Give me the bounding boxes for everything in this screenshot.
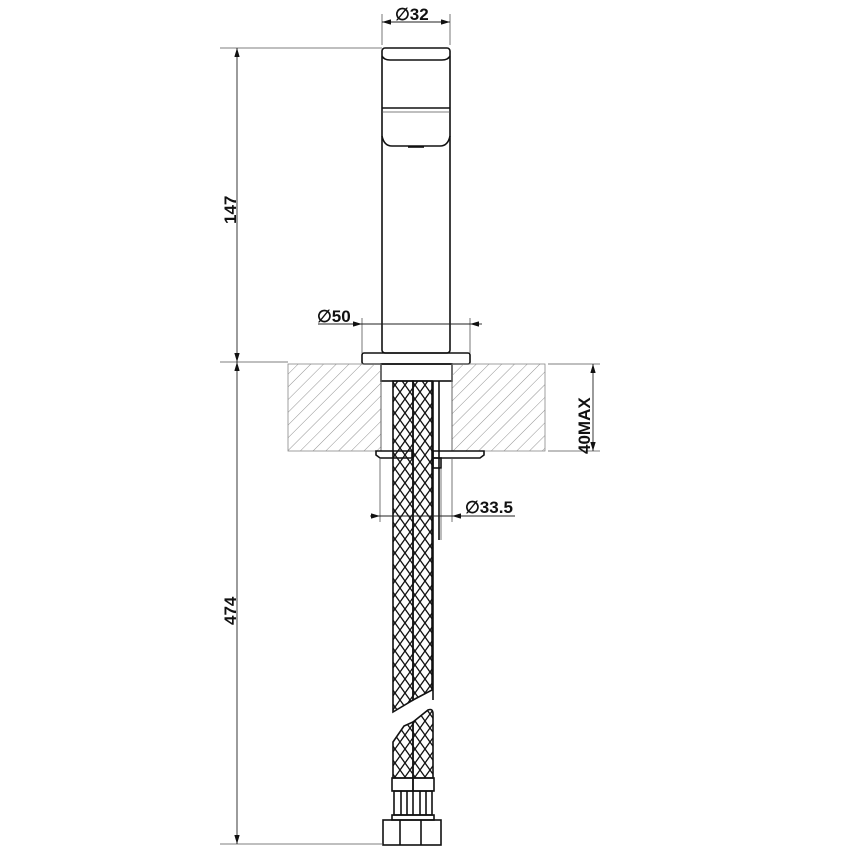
base-diameter-label: ∅50	[317, 307, 351, 326]
base-stub	[380, 363, 453, 382]
hose-fittings	[382, 777, 442, 846]
counter-thickness-label: 40MAX	[575, 397, 594, 454]
base-flange	[361, 352, 471, 365]
dimension-base-diameter: ∅50	[317, 307, 482, 353]
spout-height-label: 147	[221, 196, 240, 224]
countertop-section	[287, 363, 546, 452]
flexible-hoses	[392, 380, 434, 779]
dimension-counter-thickness: 40MAX	[548, 363, 600, 454]
fixing-rod	[432, 381, 442, 700]
shank-diameter-label: ∅33.5	[465, 498, 513, 517]
dimension-shank-diameter: ∅33.5	[370, 458, 515, 522]
spout-diameter-label: ∅32	[395, 5, 429, 24]
hose-length-label: 474	[221, 596, 240, 625]
spout-body	[381, 47, 451, 354]
dimension-spout-diameter: ∅32	[381, 5, 451, 45]
dimension-heights: 147 474	[220, 47, 383, 845]
